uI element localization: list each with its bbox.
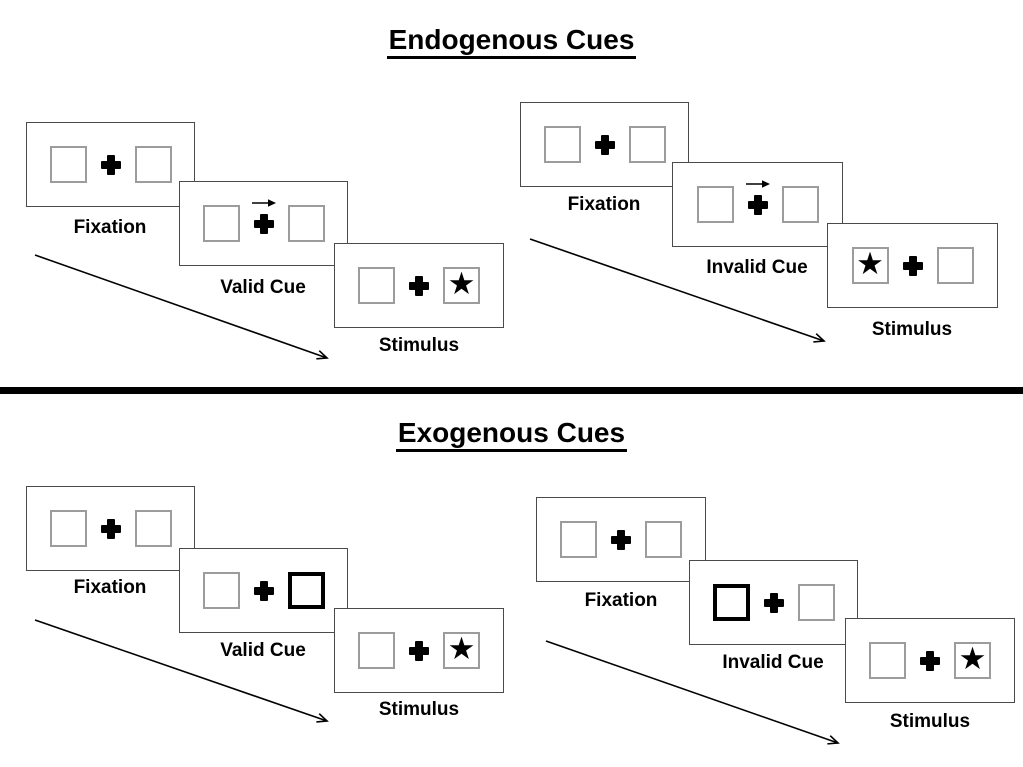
panel-label: Fixation xyxy=(584,590,658,611)
cue-arrow-icon xyxy=(251,198,276,207)
right-target-square: ★ xyxy=(443,632,480,669)
left-placeholder-square xyxy=(49,146,87,183)
right-placeholder-square xyxy=(936,247,974,284)
right-placeholder-square xyxy=(797,584,835,621)
fixation-cross-icon xyxy=(747,194,768,215)
panel-exogenous-valid-fixation xyxy=(26,486,195,571)
star-icon: ★ xyxy=(447,266,476,302)
fixation-cross-icon xyxy=(253,580,274,601)
right-target-square: ★ xyxy=(443,267,480,304)
panel-endogenous-invalid-stimulus: ★ xyxy=(827,223,998,308)
fixation-cross-icon xyxy=(594,134,615,155)
panel-label: Valid Cue xyxy=(220,277,306,298)
panel-endogenous-valid-stimulus: ★ xyxy=(334,243,504,328)
left-placeholder-square xyxy=(869,642,906,679)
fixation-cross-icon xyxy=(409,275,429,296)
panel-endogenous-valid-fixation xyxy=(26,122,195,207)
section-title-exogenous-text: Exogenous Cues xyxy=(395,417,628,452)
panel-endogenous-valid-cue xyxy=(179,181,348,266)
fixation-cross-icon xyxy=(253,213,274,234)
panel-label: Stimulus xyxy=(378,699,460,720)
panel-label: Stimulus xyxy=(889,711,971,732)
section-divider xyxy=(0,387,1023,394)
fixation-cross-icon xyxy=(409,640,429,661)
star-icon: ★ xyxy=(958,641,987,677)
central-cue xyxy=(251,198,276,234)
right-placeholder-square xyxy=(781,186,819,223)
panel-label: Fixation xyxy=(73,577,147,598)
right-placeholder-square xyxy=(287,205,325,242)
right-placeholder-square xyxy=(134,510,172,547)
panel-exogenous-invalid-cue xyxy=(689,560,858,645)
panel-label: Fixation xyxy=(73,217,147,238)
left-placeholder-square xyxy=(49,510,87,547)
panel-exogenous-invalid-stimulus: ★ xyxy=(845,618,1015,703)
left-placeholder-square xyxy=(358,632,395,669)
panel-endogenous-invalid-cue xyxy=(672,162,843,247)
timeline-arrow-endogenous-valid xyxy=(34,254,329,360)
panel-endogenous-invalid-fixation xyxy=(520,102,689,187)
left-placeholder-square xyxy=(560,521,597,558)
left-placeholder-square xyxy=(696,186,734,223)
timeline-arrow-endogenous-invalid xyxy=(529,238,826,343)
star-icon: ★ xyxy=(856,246,884,282)
section-title-exogenous: Exogenous Cues xyxy=(0,417,1023,452)
panel-label: Valid Cue xyxy=(220,640,306,661)
panel-exogenous-valid-cue xyxy=(179,548,348,633)
panel-label: Stimulus xyxy=(871,319,953,340)
fixation-cross-icon xyxy=(902,255,923,276)
panel-label: Invalid Cue xyxy=(706,257,808,278)
star-icon: ★ xyxy=(447,631,476,667)
right-placeholder-square xyxy=(628,126,666,163)
right-placeholder-square xyxy=(134,146,172,183)
left-placeholder-square xyxy=(543,126,581,163)
fixation-cross-icon xyxy=(920,650,940,671)
right-target-square: ★ xyxy=(954,642,991,679)
cue-arrow-icon xyxy=(745,179,770,188)
left-highlighted-square xyxy=(712,584,750,621)
timeline-arrow-exogenous-valid xyxy=(34,619,329,723)
central-cue xyxy=(745,179,770,215)
left-placeholder-square xyxy=(202,572,240,609)
left-placeholder-square xyxy=(358,267,395,304)
panel-exogenous-invalid-fixation xyxy=(536,497,706,582)
panel-label: Fixation xyxy=(567,194,641,215)
right-placeholder-square xyxy=(645,521,682,558)
fixation-cross-icon xyxy=(611,529,631,550)
fixation-cross-icon xyxy=(763,592,784,613)
left-placeholder-square xyxy=(202,205,240,242)
right-highlighted-square xyxy=(287,572,325,609)
fixation-cross-icon xyxy=(100,154,121,175)
fixation-cross-icon xyxy=(100,518,121,539)
section-title-endogenous: Endogenous Cues xyxy=(0,24,1023,59)
left-target-square: ★ xyxy=(851,246,889,284)
panel-label: Stimulus xyxy=(378,335,460,356)
panel-label: Invalid Cue xyxy=(722,652,824,673)
section-title-endogenous-text: Endogenous Cues xyxy=(386,24,637,59)
panel-exogenous-valid-stimulus: ★ xyxy=(334,608,504,693)
